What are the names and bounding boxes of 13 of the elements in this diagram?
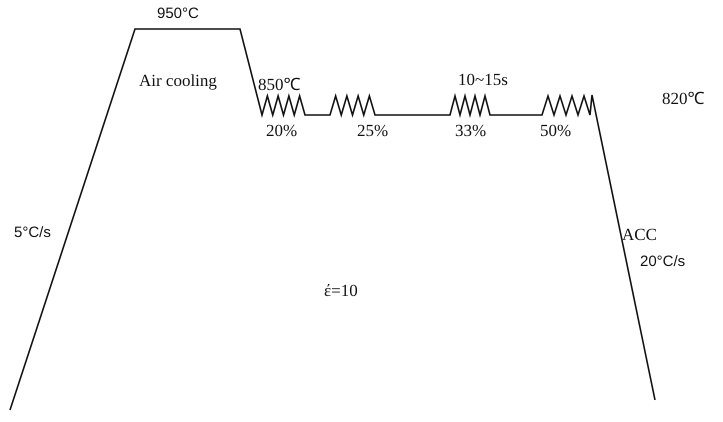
time-label: 10~15s	[458, 71, 508, 88]
temperature-label: 950°C	[157, 6, 199, 21]
process-label: Air cooling	[139, 72, 217, 89]
reduction-label: 20%	[266, 122, 298, 139]
rate-label: 20°C/s	[640, 254, 686, 269]
process-label: ACC	[622, 226, 657, 243]
strain-rate-label: έ=10	[324, 282, 358, 299]
reduction-label: 50%	[540, 122, 572, 139]
temperature-label: 820℃	[662, 90, 704, 107]
reduction-label: 25%	[357, 122, 388, 139]
reduction-label: 33%	[455, 122, 486, 139]
temperature-label: 850℃	[258, 76, 300, 93]
rate-label: 5°C/s	[14, 225, 51, 240]
